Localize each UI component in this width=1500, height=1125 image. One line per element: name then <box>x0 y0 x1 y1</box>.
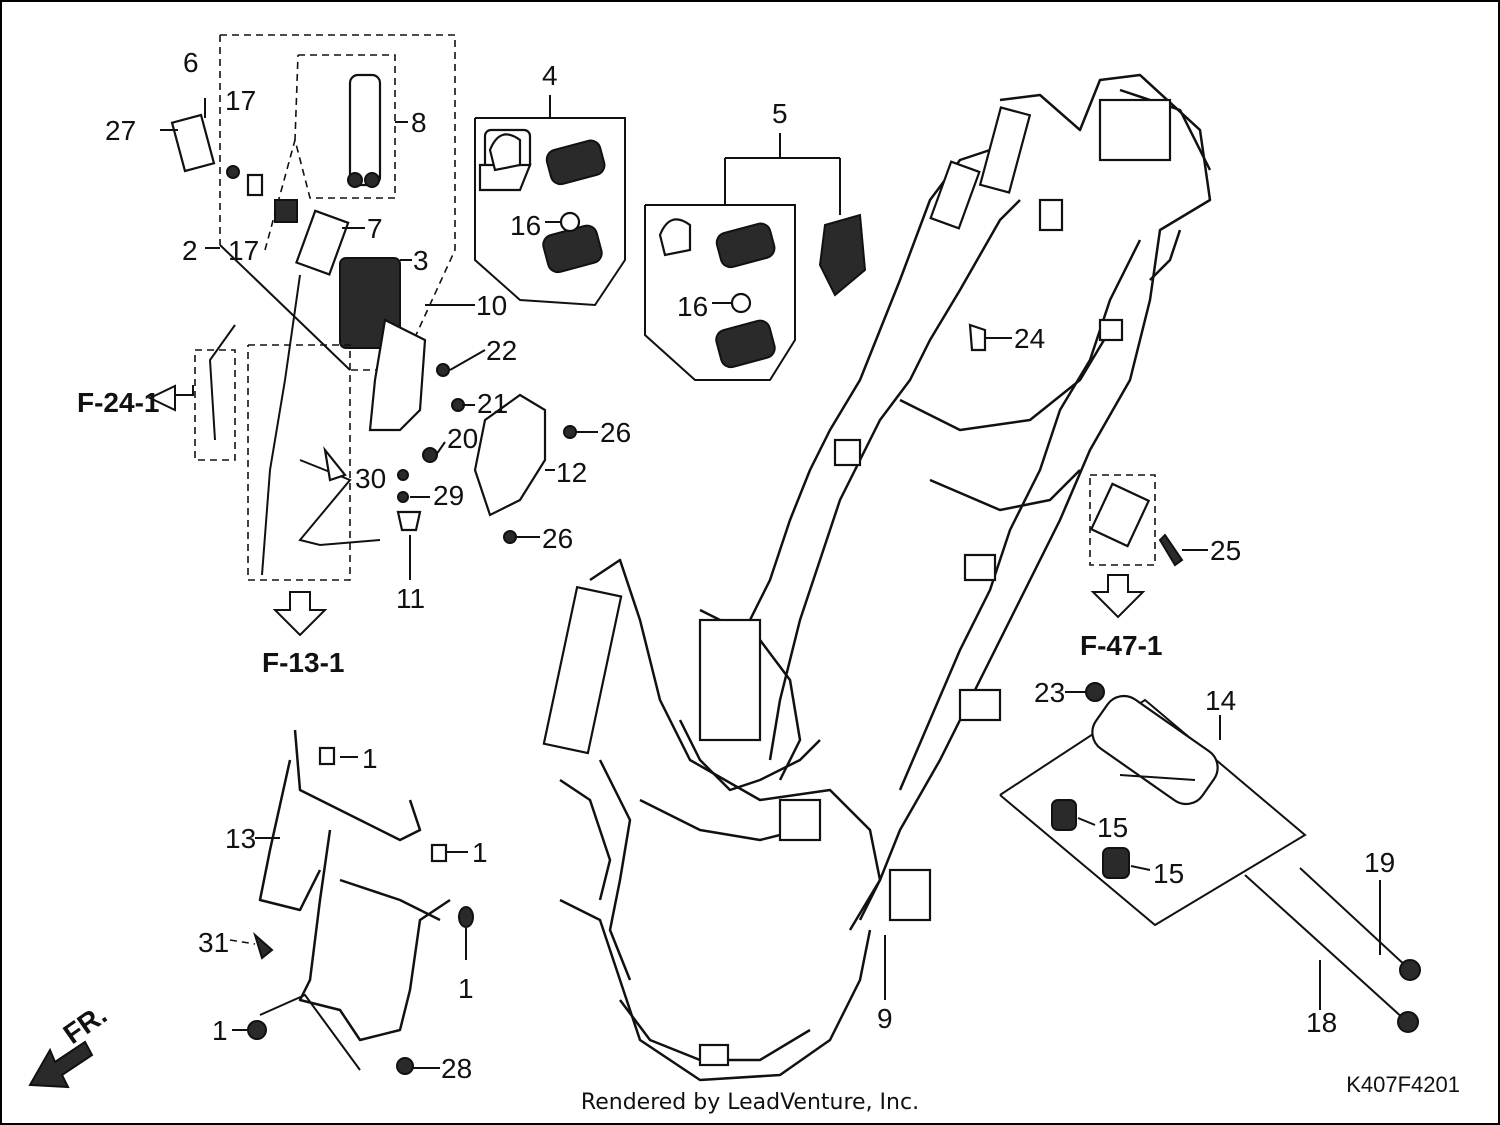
callout-23: 23 <box>1034 677 1065 708</box>
callout-1: 1 <box>458 973 474 1004</box>
callout-31: 31 <box>198 927 229 958</box>
callout-18: 18 <box>1306 1007 1337 1038</box>
callout-26: 26 <box>600 417 631 448</box>
cable-group <box>194 274 381 581</box>
callout-6: 6 <box>183 47 199 78</box>
reference-arrows <box>28 384 1146 1089</box>
callout-15: 15 <box>1153 858 1184 889</box>
callout-15: 15 <box>1097 812 1128 843</box>
diagram-code: K407F4201 <box>1346 1072 1460 1097</box>
callout-3: 3 <box>413 245 429 276</box>
callouts: 6 27 17 17 2 8 7 3 10 22 21 20 30 29 11 … <box>105 47 1395 1084</box>
callout-8: 8 <box>411 107 427 138</box>
main-frame <box>542 73 1212 1082</box>
callout-17: 17 <box>228 235 259 266</box>
callout-11: 11 <box>396 583 425 614</box>
reference-f13: F-13-1 <box>262 647 344 678</box>
reference-f24: F-24-1 <box>77 387 159 418</box>
leader-lines <box>204 95 1381 1069</box>
switch-kit-5 <box>644 204 867 381</box>
credit-text: Rendered by LeadVenture, Inc. <box>580 1090 920 1115</box>
callout-1: 1 <box>472 837 488 868</box>
switch-assembly-group <box>160 34 532 532</box>
callout-30: 30 <box>355 463 386 494</box>
callout-19: 19 <box>1364 847 1395 878</box>
callout-29: 29 <box>433 480 464 511</box>
bracket-group-14 <box>999 682 1307 927</box>
callout-26: 26 <box>542 523 573 554</box>
callout-7: 7 <box>367 213 383 244</box>
switch-kit-4 <box>474 117 626 307</box>
callout-17: 17 <box>225 85 256 116</box>
callout-21: 21 <box>477 388 508 419</box>
callout-16: 16 <box>677 291 708 322</box>
callout-24: 24 <box>1014 323 1045 354</box>
callout-9: 9 <box>877 1003 893 1034</box>
callout-1: 1 <box>212 1015 228 1046</box>
callout-1: 1 <box>362 743 378 774</box>
arrow-left-icon <box>147 384 194 412</box>
subframe-13 <box>229 729 474 1075</box>
callout-14: 14 <box>1205 685 1236 716</box>
callout-13: 13 <box>225 823 256 854</box>
front-arrow-icon <box>28 1040 94 1089</box>
bolts-18-19 <box>1244 867 1421 1033</box>
callout-10: 10 <box>476 290 507 321</box>
callout-4: 4 <box>542 60 558 91</box>
arrow-down-icon <box>1090 574 1146 619</box>
callout-20: 20 <box>447 423 478 454</box>
callout-25: 25 <box>1210 535 1241 566</box>
callout-22: 22 <box>486 335 517 366</box>
arrow-down-icon <box>272 591 328 637</box>
bracket-25 <box>968 323 1184 567</box>
callout-27: 27 <box>105 115 136 146</box>
callout-16: 16 <box>510 210 541 241</box>
reference-f47: F-47-1 <box>1080 630 1162 661</box>
front-marker: FR. <box>58 999 113 1050</box>
callout-28: 28 <box>441 1053 472 1084</box>
reference-labels: F-24-1 F-13-1 F-47-1 FR. <box>58 387 1163 1050</box>
callout-12: 12 <box>556 457 587 488</box>
callout-5: 5 <box>772 98 788 129</box>
callout-2: 2 <box>182 235 198 266</box>
